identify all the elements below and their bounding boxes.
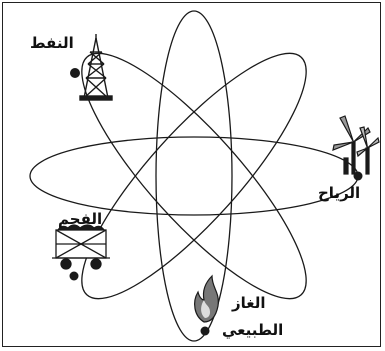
orbit-diagonal-a — [53, 27, 334, 325]
label-oil: النفط — [30, 36, 74, 51]
oil-node — [70, 68, 80, 78]
orbit-horizontal — [30, 137, 358, 215]
wind-turbine-icon — [333, 116, 379, 174]
label-natural-gas-line1: الغاز — [232, 296, 266, 311]
orbit-diagonal-b — [53, 27, 334, 325]
coal-node — [70, 272, 79, 281]
label-wind: الرياح — [318, 186, 360, 201]
label-natural-gas-line2: الطبيعي — [222, 323, 283, 338]
wind-node — [354, 172, 363, 181]
orbit-vertical — [156, 11, 232, 341]
gas-node — [201, 327, 210, 336]
label-coal: الفحم — [58, 212, 102, 227]
coal-wagon-icon — [52, 225, 110, 269]
gas-flame-icon — [195, 276, 219, 322]
